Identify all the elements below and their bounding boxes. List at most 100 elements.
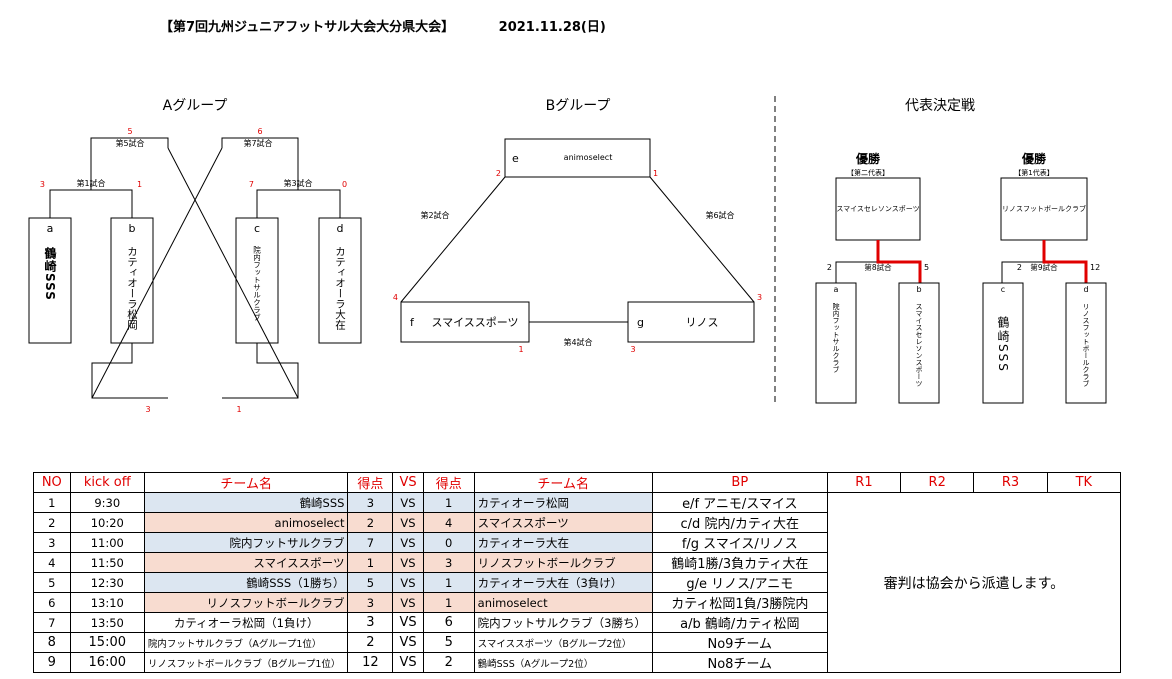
row-team1: 院内フットサルクラブ [143,532,349,553]
header-kickoff: kick off [69,472,145,493]
table-row: 3 11:00 院内フットサルクラブ 7 VS 0 カティオーラ大在 f/g ス… [33,532,1121,553]
final-left-team-a-letter: a [834,285,839,294]
header-vs: VS [392,472,424,493]
match-2-label: 第2試合 [420,210,449,220]
row-no: 7 [33,612,71,633]
match-1-score-right: 1 [137,180,142,189]
schedule-header-row: NO kick off チーム名 得点 VS 得点 チーム名 BP R1 R2 … [33,472,1122,493]
match-7-score: 6 [257,127,262,136]
row-bp: カティ松岡1負/3勝院内 [651,592,828,613]
team-name-a: 鶴崎SSS [43,246,57,301]
referee-note: 審判は協会から派遣します。 [826,492,1122,673]
row-no: 6 [33,592,71,613]
row-kickoff: 13:50 [69,612,145,633]
row-bp: No8チーム [651,652,828,673]
row-kickoff: 13:10 [69,592,145,613]
header-r3: R3 [973,472,1048,493]
row-bp: a/b 鶴崎/カティ松岡 [651,612,828,633]
row-vs: VS [392,552,424,573]
schedule-table: NO kick off チーム名 得点 VS 得点 チーム名 BP R1 R2 … [33,472,1122,673]
final-right-winner-label: 優勝 [1021,151,1047,166]
row-score2: 2 [422,652,475,673]
final-right-team-d-name: リノスフットボールクラブ [1082,303,1090,387]
row-vs: VS [392,592,424,613]
final-right-winner-name: リノスフットボールクラブ [1002,204,1086,213]
header-r2: R2 [900,472,975,493]
cross-score-1: 3 [145,405,150,414]
row-kickoff: 10:20 [69,512,145,533]
row-no: 8 [33,632,71,653]
bottom-bracket-left [91,343,168,399]
team-letter-b: b [129,222,136,235]
row-team2: カティオーラ松岡 [473,492,653,513]
match-1-score-left: 3 [40,180,45,189]
row-team1: リノスフットボールクラブ [143,592,349,613]
row-kickoff: 12:30 [69,572,145,593]
match-7-label: 第7試合 [243,138,272,148]
bracket-diagram: Aグループ a b c d 鶴崎SSS カティオーラ松岡 院内フットサルクラブ … [28,96,1107,414]
row-vs: VS [392,492,424,513]
row-kickoff: 11:00 [69,532,145,553]
team-letter-e: e [512,152,519,165]
row-team2: リノスフットボールクラブ [473,552,653,573]
row-team1: 鶴崎SSS（1勝ち） [143,572,349,593]
table-row: 2 10:20 animoselect 2 VS 4 スマイススポーツ c/d … [33,512,1121,533]
row-team2: スマイススポーツ [473,512,653,533]
match-3-score-right: 0 [342,180,347,189]
row-bp: g/e リノス/アニモ [651,572,828,593]
row-vs: VS [392,612,424,633]
final-left-winner-name: スマイスセレソンスポーツ [836,205,919,213]
final-right-bracket-winner [1042,240,1088,283]
match-2-score-e: 2 [496,169,501,178]
row-no: 5 [33,572,71,593]
final-right-score-right: 12 [1090,263,1100,272]
team-name-d: カティオーラ大在 [334,246,346,330]
row-score1: 2 [347,512,394,533]
final-right-team-d-box [1065,282,1107,404]
row-kickoff: 9:30 [69,492,145,513]
row-score1: 1 [347,552,394,573]
match-2-line [400,176,506,303]
final-left-team-b-letter: b [916,285,921,294]
row-score2: 1 [422,492,475,513]
final-left-team-a-box [815,282,857,404]
group-a-label: Aグループ [163,98,228,114]
row-score2: 3 [422,552,475,573]
team-name-e: animoselect [564,153,613,162]
row-bp: 鶴崎1勝/3負カティ大在 [651,552,828,573]
match-3-score-left: 7 [249,180,254,189]
team-letter-d: d [337,222,344,235]
header-team1: チーム名 [143,472,349,493]
team-letter-f: f [410,316,415,329]
row-score1: 3 [347,592,394,613]
match-6-score-e: 1 [653,169,658,178]
row-kickoff: 11:50 [69,552,145,573]
row-team1: 院内フットサルクラブ（Aグループ1位） [143,632,349,653]
row-score1: 12 [347,652,394,673]
final-right-rep-label: 【第1代表】 [1014,168,1053,177]
team-box-e [504,138,651,178]
row-no: 1 [33,492,71,513]
match-2-score-f: 4 [393,293,398,302]
row-bp: e/f アニモ/スマイス [651,492,828,513]
row-vs: VS [392,532,424,553]
final-right-team-c-letter: c [1001,285,1005,294]
row-team1: animoselect [143,512,349,533]
row-score2: 1 [422,572,475,593]
cross-score-2: 1 [236,405,241,414]
team-letter-c: c [254,222,260,235]
match-5-line [90,137,169,190]
row-bp: No9チーム [651,632,828,653]
team-name-g: リノス [686,316,719,329]
row-score2: 0 [422,532,475,553]
final-right-team-d-letter: d [1083,285,1088,294]
final-left-winner-label: 優勝 [855,151,881,166]
row-team2: 鶴崎SSS（Aグループ2位） [473,652,653,673]
row-no: 3 [33,532,71,553]
row-score2: 5 [422,632,475,653]
match-3-line [256,189,341,218]
header-score2: 得点 [422,472,475,493]
row-vs: VS [392,652,424,673]
row-bp: f/g スマイス/リノス [651,532,828,553]
match-1-line [49,189,133,218]
